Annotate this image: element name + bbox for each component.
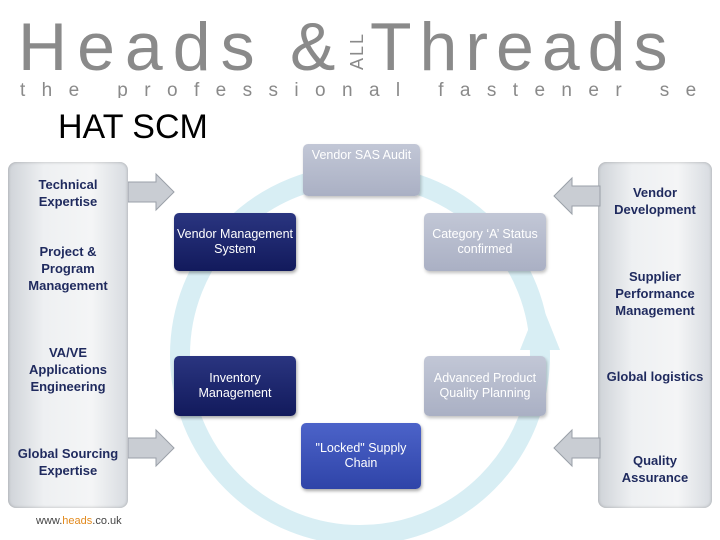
footer-suffix: .co.uk — [92, 515, 122, 527]
box-category-a-status: Category ‘A’ Status confirmed — [424, 213, 546, 271]
arrow-left-icon — [553, 176, 601, 216]
right-column-panel — [598, 162, 712, 508]
logo-ampersand: & — [290, 9, 335, 85]
right-item-supplier-performance: Supplier Performance Management — [615, 269, 695, 318]
footer-prefix: www. — [36, 515, 63, 527]
logo-graphic: Heads & ALL Threads the professional fas… — [18, 9, 720, 101]
left-column-panel — [8, 162, 128, 508]
box-vendor-sas-audit: Vendor SAS Audit — [303, 144, 420, 196]
box-apqp: Advanced Product Quality Planning — [424, 356, 546, 416]
logo-threads: Threads — [370, 9, 675, 85]
box-vendor-management-system: Vendor Management System — [174, 213, 296, 271]
website-link[interactable]: www.heads.co.uk — [36, 515, 122, 527]
logo-all: ALL — [347, 32, 367, 70]
logo-heads: Heads — [18, 9, 265, 85]
logo-tagline: the professional fastener service — [20, 80, 708, 98]
left-item-technical-expertise: Technical Expertise — [38, 177, 98, 209]
box-locked-supply-chain: "Locked" Supply Chain — [301, 423, 421, 489]
arrow-left-icon — [553, 428, 601, 468]
box-inventory-management: Inventory Management — [174, 356, 296, 416]
logo: Heads & ALL Threads the professional fas… — [18, 8, 720, 101]
arrow-right-icon — [128, 172, 175, 212]
left-item-global-sourcing: Global Sourcing Expertise — [17, 446, 119, 478]
right-item-global-logistics: Global logistics — [606, 369, 704, 384]
right-item-vendor-development: Vendor Development — [614, 185, 696, 217]
left-item-vave: VA/VE Applications Engineering — [28, 345, 107, 394]
right-item-quality-assurance: Quality Assurance — [621, 453, 689, 485]
footer-accent: heads — [62, 515, 93, 527]
page-title: HAT SCM — [58, 108, 208, 146]
left-item-project-management: Project & Program Management — [28, 244, 108, 293]
arrow-right-icon — [128, 428, 175, 468]
